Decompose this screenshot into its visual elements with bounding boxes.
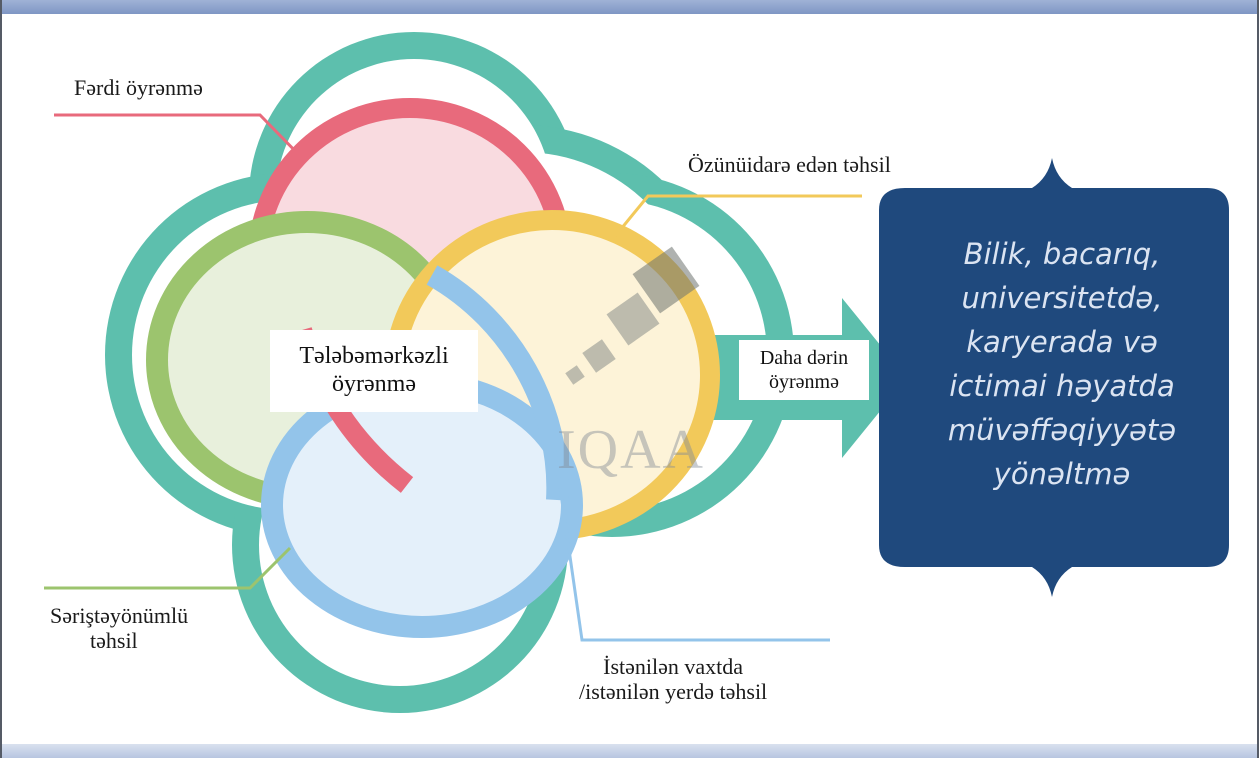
leader-individual <box>54 113 306 162</box>
outcome-text: Bilik, bacarıq, universitetdə, karyerada… <box>897 232 1227 496</box>
outcome-line-6: yönəltmə <box>993 457 1131 491</box>
label-competence-line-1: Səriştəyönümlü <box>50 603 189 628</box>
label-competence-oriented: Səriştəyönümlü təhsil <box>50 603 188 653</box>
leader-competence <box>44 546 292 590</box>
outcome-line-3: karyerada və <box>966 325 1158 359</box>
label-competence-line-2: təhsil <box>90 628 138 653</box>
label-anytime-anywhere: İstənilən vaxtda /istənilən yerdə təhsil <box>579 654 767 704</box>
outcome-line-5: müvəffəqiyyətə <box>947 413 1177 447</box>
outcome-callout <box>879 158 1229 597</box>
label-anytime-line-2: /istənilən yerdə təhsil <box>579 679 768 704</box>
watermark-text: IQAA <box>557 419 705 481</box>
outcome-line-1: Bilik, bacarıq, <box>963 237 1161 271</box>
label-individual-learning: Fərdi öyrənmə <box>74 75 203 100</box>
outcome-line-2: universitetdə, <box>961 281 1163 315</box>
outcome-line-4: ictimai həyatda <box>949 369 1175 403</box>
label-anytime-line-1: İstənilən vaxtda <box>603 654 744 679</box>
leader-anytime-line <box>552 444 830 642</box>
leader-self-managed <box>610 194 862 241</box>
watermark-logo <box>565 246 700 385</box>
blue-loop <box>261 372 583 638</box>
center-label: Tələbəmərkəzli öyrənmə <box>270 330 478 412</box>
top-bar <box>2 0 1257 14</box>
label-self-managed-education: Özünüidarə edən təhsil <box>688 152 891 177</box>
bottom-bar <box>2 744 1257 758</box>
arrow-label: Daha dərin öyrənmə <box>739 340 869 400</box>
